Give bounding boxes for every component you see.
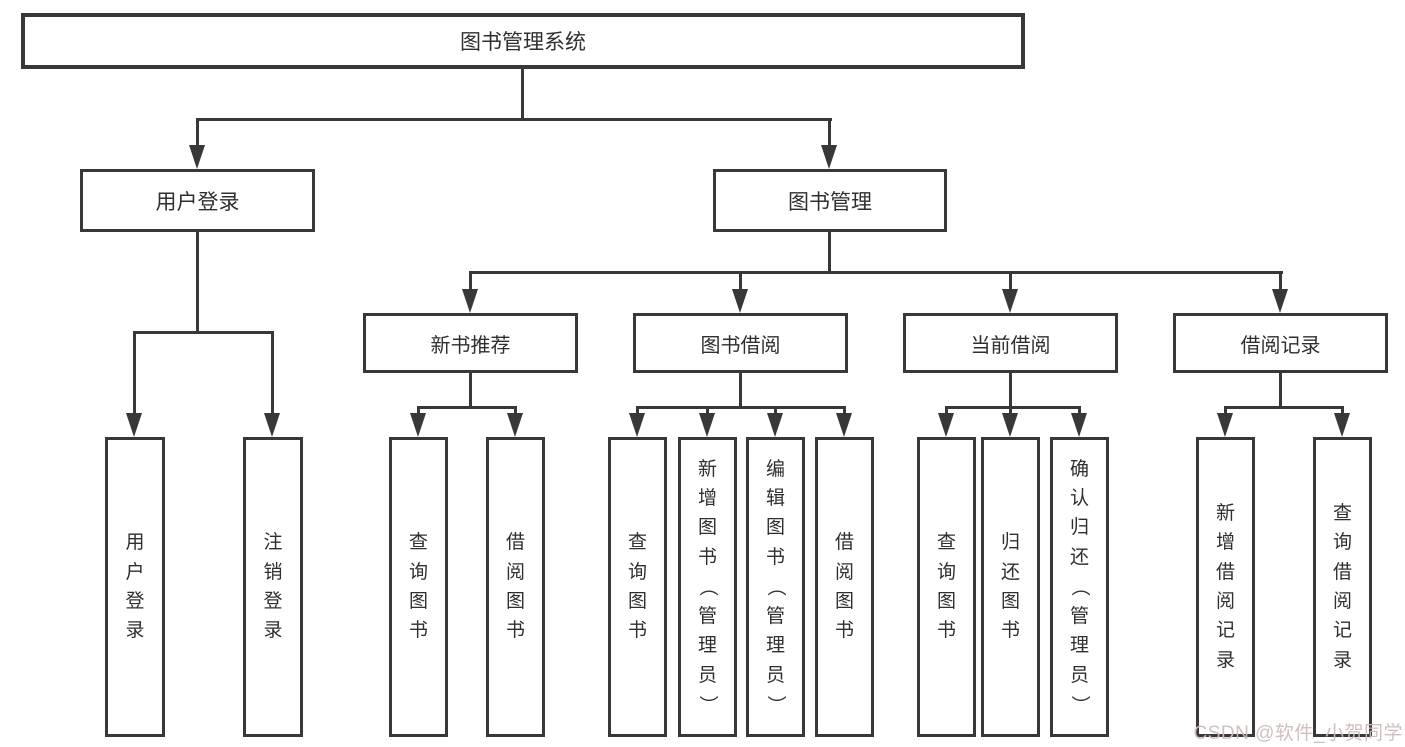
connector-line bbox=[1279, 373, 1282, 408]
leaf-records-query-borrow-record: 查询借阅记录 bbox=[1313, 437, 1372, 737]
node-label: 借阅记录 bbox=[1240, 334, 1321, 357]
arrowhead-icon bbox=[629, 413, 645, 437]
leaf-newbooks-query-book: 查询图书 bbox=[389, 437, 448, 737]
node-borrow-records: 借阅记录 bbox=[1173, 313, 1388, 373]
connector-line bbox=[469, 271, 1283, 274]
leaf-newbooks-borrow-book: 借阅图书 bbox=[486, 437, 545, 737]
node-book-borrow: 图书借阅 bbox=[633, 313, 848, 373]
arrowhead-icon bbox=[836, 413, 852, 437]
node-label: 用户登录 bbox=[155, 190, 240, 214]
connector-line bbox=[1224, 408, 1227, 416]
node-library-management-system: 图书管理系统 bbox=[21, 13, 1025, 69]
arrowhead-icon bbox=[410, 413, 426, 437]
connector-line bbox=[739, 273, 742, 291]
connector-line bbox=[828, 232, 831, 273]
leaf-label: 借阅图书 bbox=[834, 532, 854, 642]
leaf-label: 查询借阅记录 bbox=[1332, 502, 1352, 671]
arrowhead-icon bbox=[732, 289, 748, 313]
node-label: 新书推荐 bbox=[430, 334, 511, 357]
arrowhead-icon bbox=[462, 289, 478, 313]
connector-line bbox=[945, 408, 948, 416]
leaf-borrow-query-book: 查询图书 bbox=[608, 437, 667, 737]
connector-line bbox=[1224, 406, 1344, 409]
connector-line bbox=[843, 408, 846, 416]
leaf-records-add-borrow-record: 新增借阅记录 bbox=[1196, 437, 1255, 737]
arrowhead-icon bbox=[1334, 413, 1350, 437]
leaf-label: 新增借阅记录 bbox=[1215, 502, 1235, 671]
leaf-label: 确认归还（管理员） bbox=[1069, 458, 1091, 715]
connector-line bbox=[417, 408, 420, 416]
connector-line bbox=[706, 408, 709, 416]
arrowhead-icon bbox=[126, 413, 142, 437]
arrowhead-icon bbox=[1002, 413, 1018, 437]
connector-line bbox=[196, 118, 832, 121]
arrowhead-icon bbox=[1217, 413, 1233, 437]
connector-line bbox=[1009, 273, 1012, 291]
connector-line bbox=[417, 406, 517, 409]
connector-line bbox=[636, 406, 846, 409]
arrowhead-icon bbox=[821, 145, 837, 169]
connector-line bbox=[774, 408, 777, 416]
connector-line bbox=[828, 120, 831, 148]
connector-line bbox=[196, 232, 199, 333]
connector-line bbox=[469, 273, 472, 291]
leaf-current-confirm-return-admin: 确认归还（管理员） bbox=[1050, 437, 1109, 737]
arrowhead-icon bbox=[938, 413, 954, 437]
connector-line bbox=[133, 333, 136, 413]
arrowhead-icon bbox=[264, 413, 280, 437]
node-label: 图书管理 bbox=[788, 190, 872, 214]
connector-line bbox=[945, 406, 1081, 409]
connector-line bbox=[514, 408, 517, 416]
leaf-label: 查询图书 bbox=[408, 532, 428, 642]
leaf-borrow-borrow-book: 借阅图书 bbox=[815, 437, 874, 737]
arrowhead-icon bbox=[189, 145, 205, 169]
connector-line bbox=[1009, 373, 1012, 408]
leaf-label: 注销登录 bbox=[263, 532, 283, 642]
arrowhead-icon bbox=[699, 413, 715, 437]
connector-line bbox=[196, 120, 199, 148]
connector-line bbox=[1341, 408, 1344, 416]
leaf-current-query-book: 查询图书 bbox=[917, 437, 976, 737]
leaf-label: 新增图书（管理员） bbox=[697, 458, 719, 715]
connector-line bbox=[1279, 273, 1282, 291]
connector-line bbox=[271, 333, 274, 413]
connector-line bbox=[1078, 408, 1081, 416]
connector-line bbox=[521, 69, 524, 120]
leaf-label: 借阅图书 bbox=[505, 532, 525, 642]
leaf-label: 编辑图书（管理员） bbox=[765, 458, 787, 715]
leaf-current-return-book: 归还图书 bbox=[981, 437, 1040, 737]
node-label: 当前借阅 bbox=[970, 334, 1051, 357]
node-user-login: 用户登录 bbox=[80, 169, 315, 232]
arrowhead-icon bbox=[1272, 289, 1288, 313]
node-new-book-recommend: 新书推荐 bbox=[363, 313, 578, 373]
leaf-borrow-edit-book-admin: 编辑图书（管理员） bbox=[746, 437, 805, 737]
connector-line bbox=[133, 331, 274, 334]
connector-line bbox=[1009, 408, 1012, 416]
connector-line bbox=[636, 408, 639, 416]
leaf-user-login: 用户登录 bbox=[105, 437, 165, 737]
leaf-label: 查询图书 bbox=[627, 532, 647, 642]
csdn-watermark: CSDN @软件_小贺同学 bbox=[1193, 723, 1403, 744]
leaf-borrow-add-book-admin: 新增图书（管理员） bbox=[678, 437, 737, 737]
connector-line bbox=[469, 373, 472, 408]
node-label: 图书管理系统 bbox=[460, 31, 586, 54]
arrowhead-icon bbox=[1002, 289, 1018, 313]
node-current-borrow: 当前借阅 bbox=[903, 313, 1118, 373]
leaf-label: 归还图书 bbox=[1000, 532, 1020, 642]
arrowhead-icon bbox=[1071, 413, 1087, 437]
leaf-label: 查询图书 bbox=[936, 532, 956, 642]
node-label: 图书借阅 bbox=[700, 334, 781, 357]
arrowhead-icon bbox=[767, 413, 783, 437]
node-book-management: 图书管理 bbox=[713, 169, 947, 232]
leaf-logout: 注销登录 bbox=[243, 437, 303, 737]
leaf-label: 用户登录 bbox=[125, 532, 145, 642]
arrowhead-icon bbox=[507, 413, 523, 437]
connector-line bbox=[739, 373, 742, 408]
